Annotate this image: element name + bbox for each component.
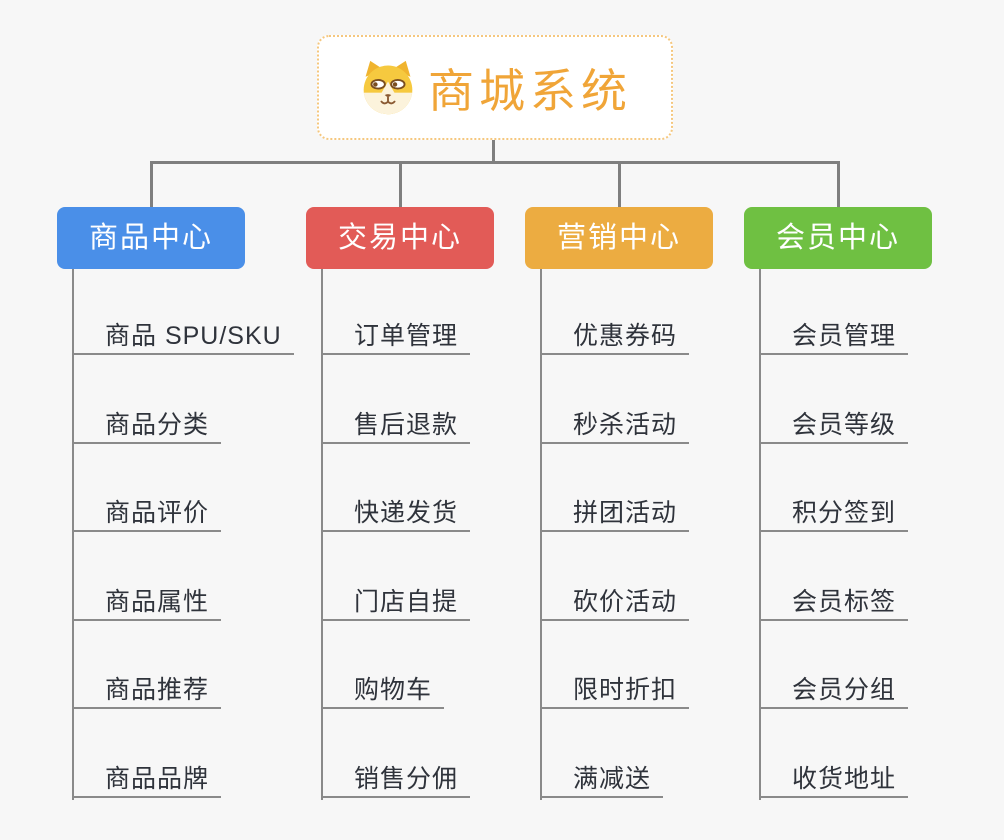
sub-topic[interactable]: 会员标签 (759, 583, 909, 621)
sub-topic-label: 限时折扣 (573, 676, 678, 704)
connector-drop-line (618, 161, 621, 209)
sub-topic-label: 满减送 (573, 765, 652, 793)
sub-topic[interactable]: 销售分佣 (321, 760, 471, 798)
sub-topic-label: 购物车 (354, 676, 433, 704)
sub-topic[interactable]: 商品推荐 (72, 671, 222, 709)
sub-topic-label: 门店自提 (354, 588, 459, 616)
sub-topic[interactable]: 会员等级 (759, 406, 909, 444)
sub-topic[interactable]: 秒杀活动 (540, 406, 690, 444)
category-label: 商品中心 (88, 222, 213, 254)
connector-drop-line (837, 161, 840, 209)
branch-trunk-line (321, 269, 323, 800)
sub-topic-label: 优惠券码 (573, 322, 678, 350)
sub-topic-label: 砍价活动 (573, 588, 678, 616)
branch-trunk-line (759, 269, 761, 800)
sub-topic-label: 商品 SPU/SKU (105, 322, 282, 350)
category-label: 交易中心 (337, 222, 462, 254)
category-box[interactable]: 交易中心 (306, 207, 494, 269)
sub-topic-label: 订单管理 (354, 322, 459, 350)
sub-topic-label: 拼团活动 (573, 499, 678, 527)
branch-trunk-line (72, 269, 74, 800)
sub-topic-label: 秒杀活动 (573, 411, 678, 439)
sub-topic[interactable]: 门店自提 (321, 583, 471, 621)
category-box[interactable]: 会员中心 (744, 207, 932, 269)
sub-topic[interactable]: 快递发货 (321, 494, 471, 532)
sub-topic-label: 会员等级 (792, 411, 897, 439)
sub-topic[interactable]: 商品属性 (72, 583, 222, 621)
sub-topic-label: 会员管理 (792, 322, 897, 350)
connector-horizontal-bar (150, 161, 840, 164)
sub-topic-label: 商品分类 (105, 411, 210, 439)
sub-topic-label: 销售分佣 (354, 765, 459, 793)
sub-topic[interactable]: 砍价活动 (540, 583, 690, 621)
sub-topic[interactable]: 积分签到 (759, 494, 909, 532)
sub-topic-label: 会员标签 (792, 588, 897, 616)
sub-topic-label: 会员分组 (792, 676, 897, 704)
sub-topic[interactable]: 商品评价 (72, 494, 222, 532)
sub-topic-label: 收货地址 (792, 765, 897, 793)
sub-topic-label: 商品推荐 (105, 676, 210, 704)
category-label: 会员中心 (775, 222, 900, 254)
branch-member-center: 会员中心 会员管理 会员等级 积分签到 会员标签 会员分组 收货地址 (744, 207, 994, 817)
dog-face-icon (363, 60, 413, 114)
sub-topic[interactable]: 限时折扣 (540, 671, 690, 709)
branch-marketing-center: 营销中心 优惠券码 秒杀活动 拼团活动 砍价活动 限时折扣 满减送 (525, 207, 775, 817)
sub-topic[interactable]: 商品品牌 (72, 760, 222, 798)
sub-topic-label: 商品属性 (105, 588, 210, 616)
sub-topic[interactable]: 订单管理 (321, 317, 471, 355)
sub-topic-label: 商品评价 (105, 499, 210, 527)
sub-topic-label: 商品品牌 (105, 765, 210, 793)
sub-topic[interactable]: 满减送 (540, 760, 664, 798)
category-box[interactable]: 营销中心 (525, 207, 713, 269)
sub-topic[interactable]: 会员分组 (759, 671, 909, 709)
sub-topic[interactable]: 购物车 (321, 671, 445, 709)
branch-trade-center: 交易中心 订单管理 售后退款 快递发货 门店自提 购物车 销售分佣 (306, 207, 556, 817)
sub-topic[interactable]: 商品 SPU/SKU (72, 317, 294, 355)
connector-root-drop (492, 140, 495, 164)
sub-topic[interactable]: 优惠券码 (540, 317, 690, 355)
sub-topic[interactable]: 售后退款 (321, 406, 471, 444)
sub-topic[interactable]: 商品分类 (72, 406, 222, 444)
sub-topic-label: 快递发货 (354, 499, 459, 527)
category-label: 营销中心 (556, 222, 681, 254)
sub-topic[interactable]: 收货地址 (759, 760, 909, 798)
branch-trunk-line (540, 269, 542, 800)
connector-drop-line (399, 161, 402, 209)
sub-topic[interactable]: 会员管理 (759, 317, 909, 355)
sub-topic-label: 积分签到 (792, 499, 897, 527)
category-box[interactable]: 商品中心 (57, 207, 245, 269)
root-node[interactable]: 商城系统 (317, 35, 673, 140)
sub-topic-label: 售后退款 (354, 411, 459, 439)
branch-product-center: 商品中心 商品 SPU/SKU 商品分类 商品评价 商品属性 商品推荐 商品品牌 (57, 207, 307, 817)
connector-drop-line (150, 161, 153, 209)
root-title: 商城系统 (428, 64, 632, 117)
sub-topic[interactable]: 拼团活动 (540, 494, 690, 532)
